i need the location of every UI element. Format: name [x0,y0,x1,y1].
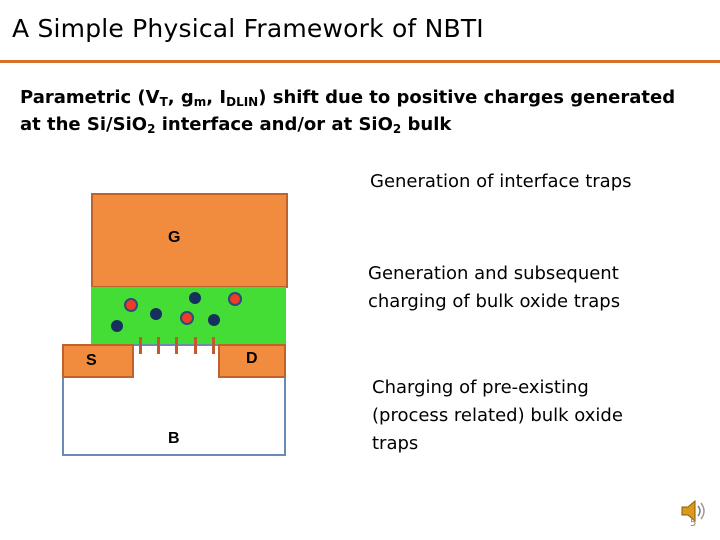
slide-title: A Simple Physical Framework of NBTI [12,14,484,43]
body-label: B [168,430,180,447]
label-preexisting-line2: (process related) bulk oxide [372,405,623,426]
label-preexisting-line3: traps [372,433,419,454]
navy-oxide-trap [208,314,220,326]
red-oxide-trap [124,298,138,312]
label-preexisting-line1: Charging of pre-existing [372,377,589,398]
red-oxide-trap [228,292,242,306]
slide-number: 5 [690,518,697,529]
label-bulk-oxide-traps: Generation and subsequent charging of bu… [368,260,620,316]
label-bulk-oxide-line2: charging of bulk oxide traps [368,291,621,312]
gate-electrode [91,193,288,288]
label-preexisting-traps: Charging of pre-existing (process relate… [372,374,623,458]
title-divider [0,60,720,63]
interface-trap [194,337,197,354]
source-label: S [86,352,97,369]
label-bulk-oxide-line1: Generation and subsequent [368,263,619,284]
gate-label: G [168,229,181,246]
interface-trap [212,337,215,354]
speaker-icon[interactable] [680,498,708,528]
source-region [62,344,134,378]
slide-subtitle: Parametric (VT, gm, IDLIN) shift due to … [20,87,676,136]
interface-trap [175,337,178,354]
drain-label: D [246,350,258,367]
label-interface-traps: Generation of interface traps [370,171,632,192]
drain-region [218,344,286,378]
red-oxide-trap [180,311,194,325]
interface-trap [157,337,160,354]
navy-oxide-trap [150,308,162,320]
navy-oxide-trap [189,292,201,304]
interface-trap [139,337,142,354]
navy-oxide-trap [111,320,123,332]
